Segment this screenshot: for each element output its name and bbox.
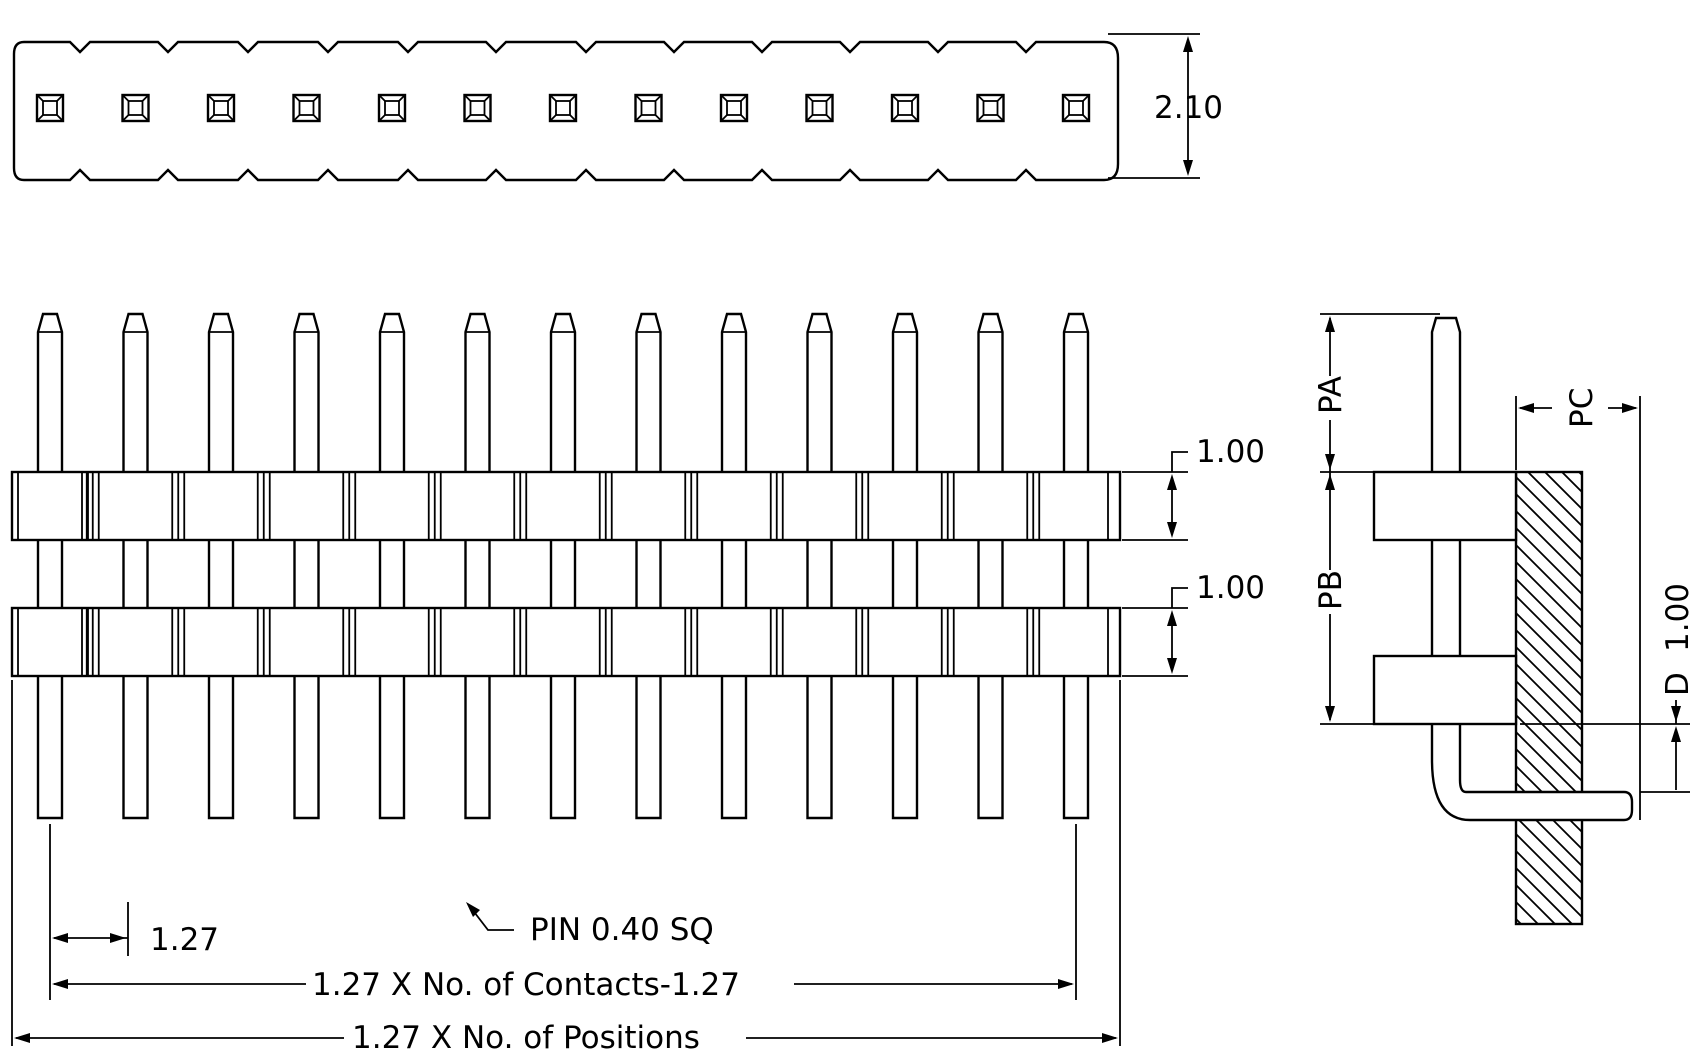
pin-square [634,93,663,123]
arrow-head [1622,403,1638,413]
pin-square [35,93,65,123]
pc-label: PC [1564,388,1600,428]
pin-square [805,93,834,123]
arrow-head [1183,36,1193,52]
pin-square [719,93,749,123]
pin [293,312,320,820]
front-pins [36,312,1090,820]
pin-square [1061,93,1091,123]
top-view-outline [12,40,1120,182]
top-view: 2.10 [12,33,1223,182]
pin-square [292,93,321,123]
side-spacing-label: 1.00 [1660,583,1696,652]
spacing-bottom-label: 1.00 [1196,570,1265,606]
top-pin-squares [35,93,1091,123]
pa-label: PA [1313,376,1349,414]
pin-square [976,93,1005,123]
side-block-bottom [1372,654,1518,726]
arrow-head [1167,522,1177,538]
arrow-head [14,1033,30,1043]
arrow-head [1167,474,1177,490]
arrow-head [1102,1033,1118,1043]
arrow-head [1325,706,1335,722]
pin [464,312,491,820]
width-label: 2.10 [1154,90,1223,126]
pin [122,312,149,820]
arrow-head [1183,160,1193,176]
arrow-head [1058,979,1074,989]
pin-square [548,93,578,123]
pin [378,312,406,820]
arrow-head [1671,706,1681,722]
pin [207,312,235,820]
leader-line [1171,587,1188,608]
label-gap [1316,376,1344,420]
pin [635,312,662,820]
pin-square [377,93,407,123]
pin-square [121,93,150,123]
arrow-head [466,902,480,917]
pin-square [890,93,920,123]
pin-square [206,93,236,123]
pin [977,312,1004,820]
side-block-top [1372,470,1518,542]
label-gap [1316,570,1344,614]
arrow-head [52,933,68,943]
pin [720,312,748,820]
pin [36,312,64,820]
arrow-head [1325,316,1335,332]
arrow-head [52,979,68,989]
contacts-label: 1.27 X No. of Contacts-1.27 [312,967,740,1003]
arrow-head [1325,454,1335,470]
pb-label: PB [1313,570,1349,610]
pin [891,312,919,820]
leader-line [1171,451,1188,472]
d-label: D [1660,672,1696,696]
arrow-head [1518,403,1534,413]
pitch-label: 1.27 [150,922,219,958]
front-view: 1.00 1.00 1.27 PIN 0.40 SQ 1.27 X No. of… [10,312,1265,1050]
front-bands [10,470,1122,678]
pin [549,312,577,820]
pin [806,312,833,820]
board-hatching [1516,472,1582,924]
side-pin [1430,316,1634,822]
side-view: PA PB PC D 1.00 [1313,313,1696,926]
pin [1062,312,1090,820]
arrow-head [1167,610,1177,626]
pin-square [463,93,492,123]
insulator-band [10,470,1122,542]
arrow-head [1671,726,1681,742]
positions-label: 1.27 X No. of Positions [352,1020,700,1050]
insulator-band [10,606,1122,678]
arrow-head [1167,658,1177,674]
arrow-head [110,933,126,943]
pin-label: PIN 0.40 SQ [530,912,714,948]
arrow-head [1325,474,1335,490]
spacing-top-label: 1.00 [1196,434,1265,470]
